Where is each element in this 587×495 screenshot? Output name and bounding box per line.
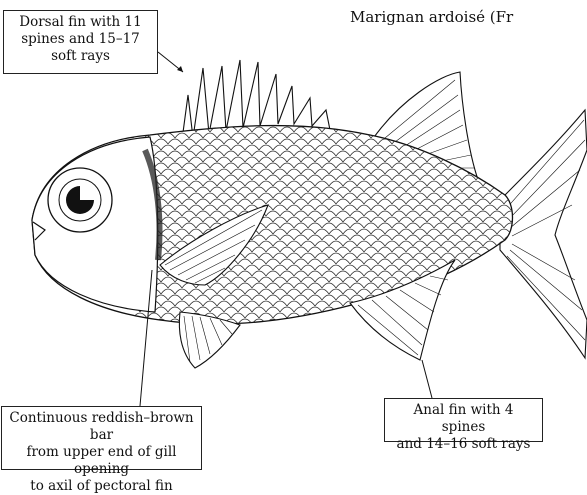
anal-pointer — [422, 360, 432, 398]
tail-fin — [500, 110, 587, 358]
gill-bar-label: Continuous reddish–brown bar from upper … — [1, 406, 202, 470]
dorsal-fin-label: Dorsal fin with 11 spines and 15–17 soft… — [3, 10, 158, 74]
anal-label-line-2: and 14–16 soft rays — [391, 436, 536, 453]
dorsal-label-line-3: soft rays — [10, 48, 151, 65]
bar-label-line-3: to axil of pectoral fin — [8, 478, 195, 495]
dorsal-label-line-2: spines and 15–17 — [10, 31, 151, 48]
dorsal-label-line-1: Dorsal fin with 11 — [10, 14, 151, 31]
anal-fin-label: Anal fin with 4 spines and 14–16 soft ra… — [384, 398, 543, 442]
anal-label-line-1: Anal fin with 4 spines — [391, 402, 536, 436]
bar-label-line-1: Continuous reddish–brown bar — [8, 410, 195, 444]
bar-label-line-2: from upper end of gill opening — [8, 444, 195, 478]
